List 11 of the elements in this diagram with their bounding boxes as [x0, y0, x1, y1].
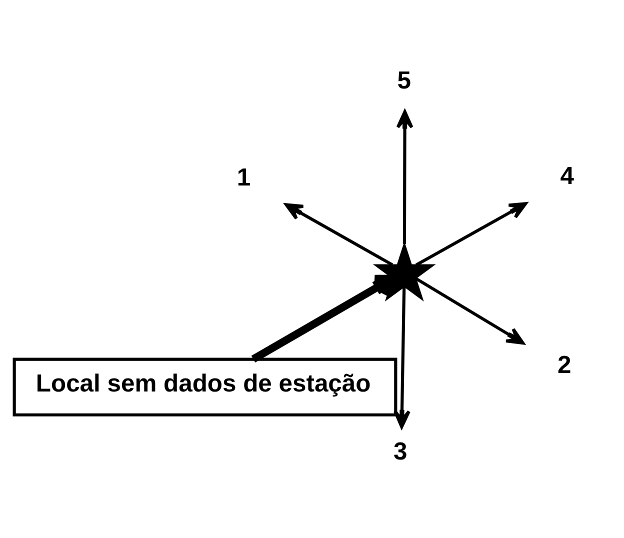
arrow — [415, 276, 524, 344]
node-text: 2 — [558, 351, 572, 378]
arrow — [415, 202, 528, 266]
node-text: 1 — [236, 164, 251, 191]
arrow — [284, 202, 394, 266]
arrow — [393, 286, 410, 428]
node-text: 4 — [560, 162, 574, 190]
node-text: 5 — [397, 66, 411, 94]
node-text: 3 — [393, 438, 408, 465]
arrow — [396, 110, 414, 244]
node-box: Local sem dados de estação — [12, 357, 398, 416]
